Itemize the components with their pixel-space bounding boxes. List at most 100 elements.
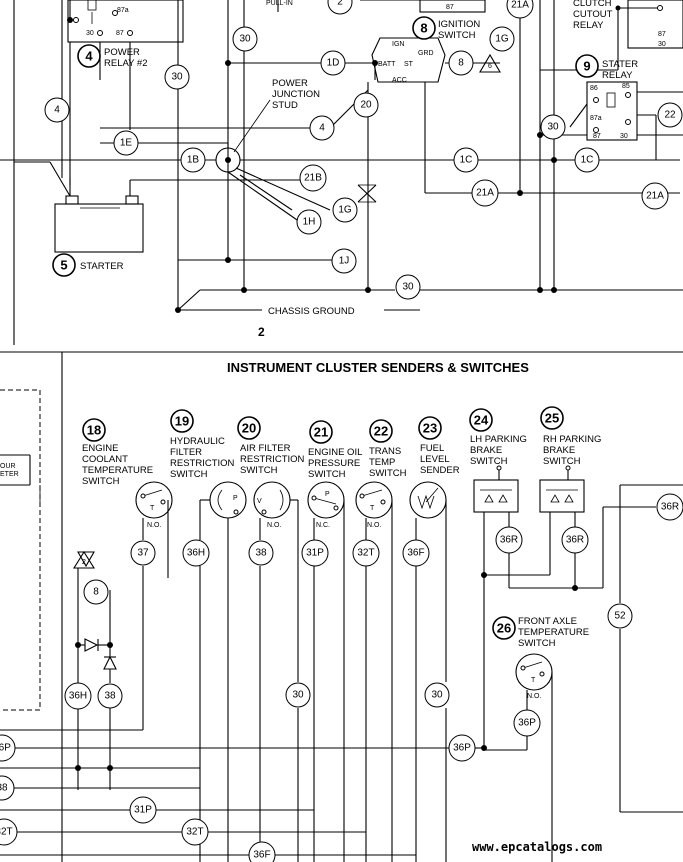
s22-label-2: TEMP	[369, 457, 395, 468]
wire-bubble-w21A_b: 21A	[641, 182, 669, 210]
wire-bubble-circle	[0, 775, 15, 801]
wire-bubble-circle	[301, 539, 329, 567]
s18-label-4: SWITCH	[82, 476, 120, 487]
relay-pin-87: 87	[116, 30, 124, 37]
wire-bubble-w21B: 21B	[299, 164, 327, 192]
s22-sym: T	[370, 505, 375, 512]
wire-bubble-circle	[657, 102, 683, 128]
ign-pin-grd: GRD	[418, 50, 434, 57]
wire-label: 4	[54, 105, 60, 116]
ignition-switch: IGN GRD BATT ST ACC 8 IGNITION SWITCH	[329, 16, 680, 290]
sender-23: 23 FUEL LEVEL SENDER	[409, 416, 460, 862]
callout-18: 18	[87, 423, 101, 438]
wire-label: 30	[292, 690, 304, 701]
stater-pin-87: 87	[593, 133, 601, 140]
callout-5: 5	[60, 258, 67, 273]
s18-no: N.O.	[147, 522, 161, 529]
wire-label: 1G	[495, 34, 509, 45]
relay-pin-87a: 87a	[117, 7, 129, 14]
cluster-label-2: ETER	[0, 471, 19, 478]
s20-label-2: RESTRICTION	[240, 454, 305, 465]
clutch-pin-87: 87	[658, 31, 666, 38]
wire-bubble-circle	[232, 26, 258, 52]
s23-label-2: LEVEL	[420, 454, 450, 465]
callout-21: 21	[314, 425, 328, 440]
callout-20: 20	[242, 421, 256, 436]
s24-label-1: LH PARKING	[470, 434, 527, 445]
switch-24: 24 LH PARKING BRAKE SWITCH	[469, 408, 527, 750]
wire-bubble-circle	[296, 209, 322, 235]
wire-bubble-w38_left: 38	[0, 775, 15, 801]
s20-no: N.O.	[267, 522, 281, 529]
stater-label-2: RELAY	[602, 70, 633, 81]
top-pin-87: 87	[446, 4, 454, 11]
wire-bubble-circle	[448, 50, 474, 76]
wire-bubble-w4_b: 4	[309, 115, 335, 141]
s21-no: N.C.	[316, 522, 330, 529]
wire-label: 20	[360, 100, 372, 111]
starter-label: STARTER	[80, 261, 124, 272]
wire-label: 36H	[69, 691, 87, 702]
wire-bubble-w38: 38	[248, 540, 274, 566]
switch-26: 26 FRONT AXLE TEMPERATURE SWITCH T N.O.	[484, 616, 589, 862]
s19-label-1: HYDRAULIC	[170, 436, 225, 447]
s19-sym: P	[233, 495, 238, 502]
s25-label-2: BRAKE	[543, 445, 575, 456]
chassis-ground: CHASSIS GROUND 2	[177, 0, 683, 339]
wire-bubble-circle	[513, 709, 541, 737]
wire-label: 21B	[304, 173, 322, 184]
s20-label-3: SWITCH	[240, 465, 278, 476]
s24-label-2: BRAKE	[470, 445, 502, 456]
upper-dots	[67, 17, 557, 313]
wire-bubble-w20: 20	[353, 92, 379, 118]
wire-bubble-w1D: 1D	[320, 50, 346, 76]
wire-bubble-w30_e: 30	[285, 682, 311, 708]
wire-bubble-circle	[424, 682, 450, 708]
wire-bubble-circle	[395, 274, 421, 300]
wire-bubble-circle	[113, 130, 139, 156]
callout-26: 26	[497, 621, 511, 636]
s24-label-3: SWITCH	[470, 456, 508, 467]
s20-sym: V	[257, 498, 262, 505]
wire-bubble-w31P: 31P	[301, 539, 329, 567]
wire-label: 30	[171, 72, 183, 83]
wire-bubble-w31P_b: 31P	[129, 796, 157, 824]
switch-20: 20 AIR FILTER RESTRICTION SWITCH V N.O.	[237, 416, 305, 862]
wire-bubble-circle	[540, 114, 566, 140]
wire-bubble-w36R_a: 36R	[495, 526, 523, 554]
stater-pin-86: 86	[590, 85, 598, 92]
wire-label: 36R	[500, 535, 518, 546]
wire-bubble-circle	[182, 539, 210, 567]
wire-bubble-circle	[97, 683, 123, 709]
wire-bubble-circle	[353, 92, 379, 118]
wire-label: 1H	[303, 217, 316, 228]
wire-label: 31P	[306, 548, 324, 559]
starter: 5 STARTER	[14, 161, 300, 277]
wire-bubble-w30_f: 30	[424, 682, 450, 708]
wire-label: 36F	[253, 850, 270, 861]
wire-bubble-circle	[352, 539, 380, 567]
wire-label: 22	[664, 110, 676, 121]
clutch-pin-30: 30	[658, 41, 666, 48]
diode-group	[75, 551, 117, 790]
wire-label: 36R	[566, 535, 584, 546]
wire-bubble-w1G_b: 1G	[332, 197, 358, 223]
wire-bubble-w8_b: 8	[83, 579, 109, 605]
wire-label: 36P	[518, 718, 536, 729]
wire-bubble-w32T_b: 32T	[181, 818, 209, 846]
relay4-label-1: POWER	[104, 47, 140, 58]
stater-relay: 9 STATER RELAY 86 85 87a 30 87	[540, 54, 683, 160]
switch-22: 22 TRANS TEMP SWITCH T N.O.	[355, 419, 407, 862]
s23-label-3: SENDER	[420, 465, 460, 476]
wire-bubble-circle	[574, 147, 600, 173]
switch-21: 21 ENGINE OIL PRESSURE SWITCH P N.C.	[307, 420, 362, 862]
wire-bubble-w30_a: 30	[232, 26, 258, 52]
switch-19: 19 HYDRAULIC FILTER RESTRICTION SWITCH P	[170, 409, 247, 862]
s19-label-3: RESTRICTION	[170, 458, 235, 469]
wire-bubble-circle	[164, 64, 190, 90]
wire-bubble-circle	[495, 526, 523, 554]
wire-bubble-circle	[656, 493, 683, 521]
pjs-label-2: JUNCTION	[272, 89, 320, 100]
s21-label-3: SWITCH	[308, 469, 346, 480]
